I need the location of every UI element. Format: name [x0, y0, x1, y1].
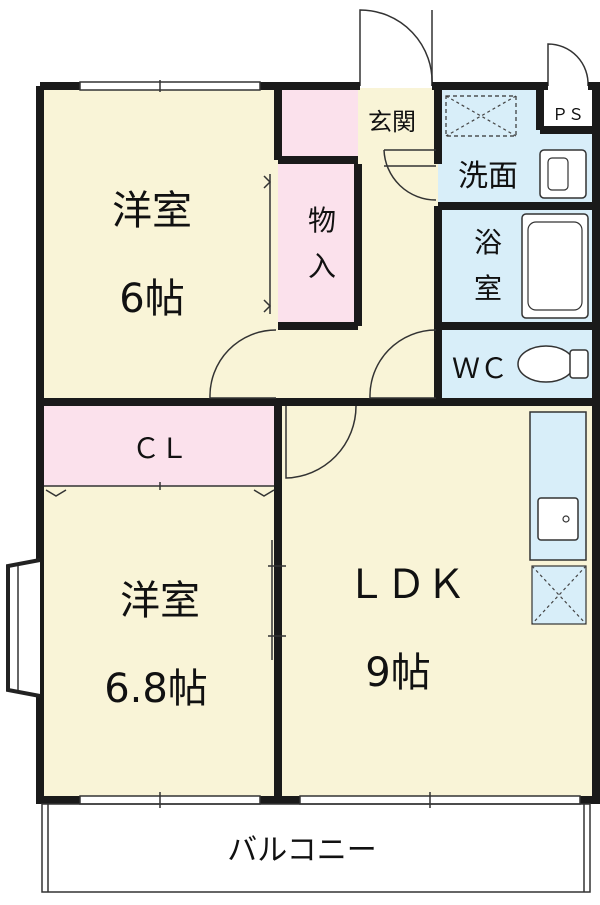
entrance-label: 玄関 — [368, 108, 416, 136]
ldk-size: 9帖 — [365, 650, 430, 696]
washroom-door-swing — [383, 149, 437, 201]
storage-label-1: 物 — [308, 204, 336, 237]
storage-top-floor — [278, 88, 358, 164]
wash-basin — [539, 149, 587, 199]
entrance-door-swing — [359, 9, 433, 87]
entrance-floor — [358, 88, 438, 170]
washroom-label: 洗面 — [458, 159, 518, 194]
western-room-1-name: 洋室 — [112, 188, 192, 234]
ps-label: ＰＳ — [552, 105, 584, 124]
interior-walls — [40, 86, 596, 800]
closet-floor — [42, 402, 278, 486]
storage-label-2: 入 — [308, 250, 336, 283]
bay-window — [6, 558, 41, 698]
room1-door-swing — [209, 329, 277, 399]
balcony-outline — [41, 803, 591, 893]
window-top — [79, 81, 261, 91]
western-room-2-size: 6.8帖 — [104, 666, 208, 712]
closet-label: ＣＬ — [132, 432, 188, 465]
western-room-1-floor — [42, 88, 278, 402]
window-bottom-right — [299, 795, 581, 805]
storage-floor — [278, 164, 358, 324]
toilet-fixture — [517, 345, 589, 383]
storage-wc-door-swing — [369, 329, 437, 399]
western-room-1-size: 6帖 — [119, 276, 184, 322]
ldk-door-swing — [285, 405, 357, 479]
bathtub — [521, 213, 589, 319]
western-room-2-floor — [42, 486, 278, 796]
window-bottom-left — [79, 795, 261, 805]
bathroom-label-1: 浴 — [474, 226, 502, 259]
western-room-2-name: 洋室 — [120, 578, 200, 624]
kitchen-sink — [537, 497, 579, 541]
ps-floor — [542, 88, 592, 128]
washing-machine-space — [445, 95, 517, 137]
ldk-name: ＬＤＫ — [346, 562, 466, 608]
balcony-label: バルコニー — [227, 833, 376, 868]
bathroom-label-2: 室 — [474, 272, 502, 305]
toilet-label: ＷＣ — [452, 352, 508, 385]
ps-door-swing — [547, 43, 589, 87]
